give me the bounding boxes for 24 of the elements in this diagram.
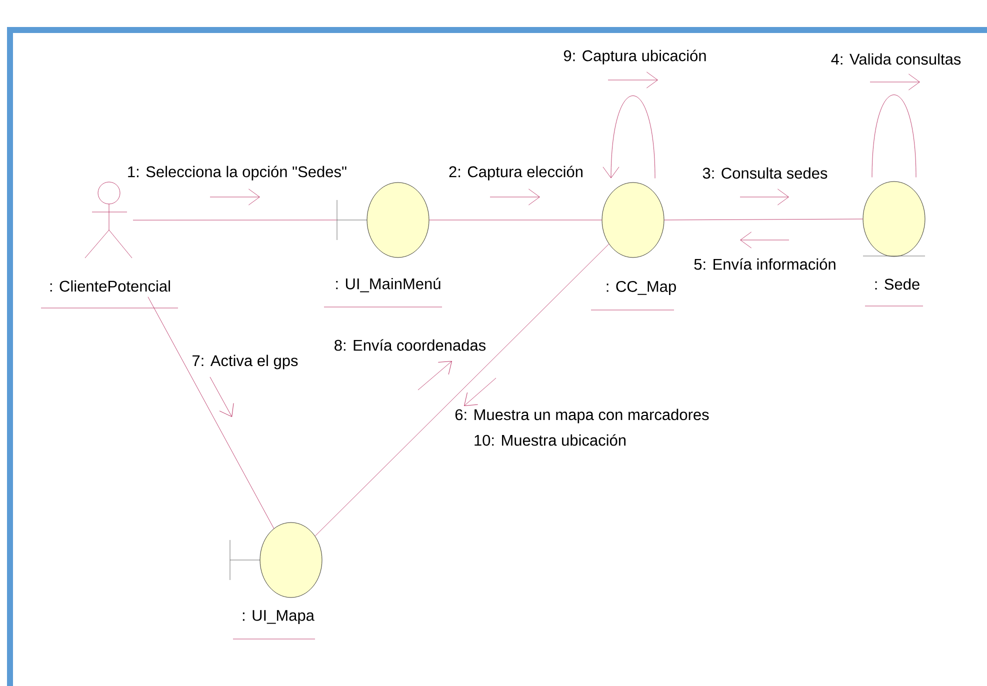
message-label: 4: Valida consultas	[831, 53, 961, 65]
boundary-object: : UI_Mapa	[230, 522, 322, 640]
message-label: 8: Envía coordenadas	[334, 339, 486, 351]
message-label: 7: Activa el gps	[192, 354, 298, 370]
boundary-object: : UI_MainMenú	[324, 182, 442, 308]
entity-object: : Sede	[862, 181, 926, 306]
node-label: : Sede	[875, 278, 920, 290]
node-label: : UI_MainMenú	[336, 278, 440, 292]
self-loop	[872, 94, 916, 178]
node-label: : CC_Map	[606, 280, 676, 296]
link-line	[664, 218, 863, 220]
message-label: 3: Consulta sedes	[702, 167, 828, 179]
node-label: : UI_Mapa	[242, 610, 314, 624]
message-label: 1: Selecciona la opción "Sedes"	[128, 166, 346, 180]
actor-figure: : ClientePotencial	[40, 182, 178, 308]
control-object: : CC_Map	[590, 182, 676, 310]
message-label: 2: Captura elección	[449, 166, 582, 180]
self-loop	[602, 96, 656, 178]
link-line	[148, 296, 274, 529]
message-label: 5: Envía información	[694, 258, 836, 270]
link-line	[314, 244, 610, 536]
message-label: 10: Muestra ubicación	[474, 434, 626, 446]
message-label: 9: Captura ubicación	[564, 50, 706, 64]
message-label: 6: Muestra un mapa con marcadores	[455, 408, 709, 424]
